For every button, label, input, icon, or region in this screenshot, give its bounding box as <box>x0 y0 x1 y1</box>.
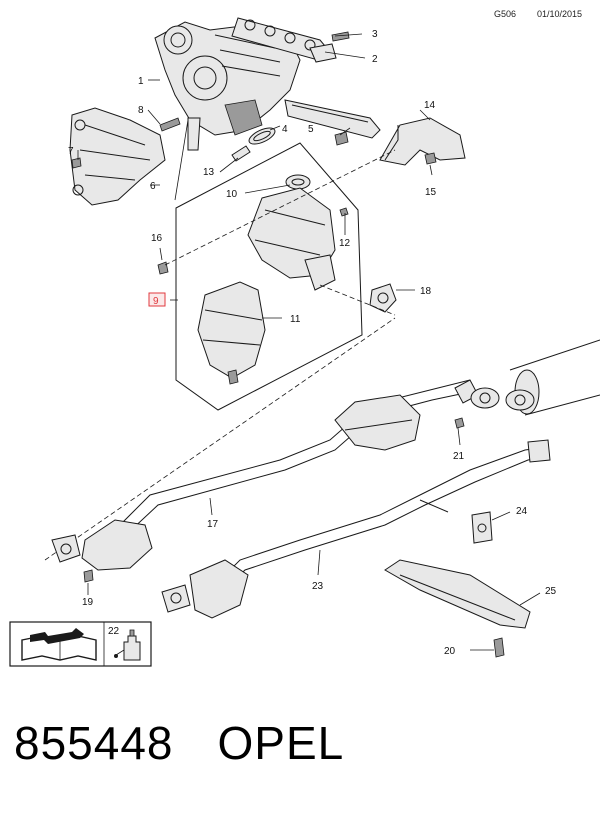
turbo-manifold-part <box>154 21 301 151</box>
diagram-date: 01/10/2015 <box>537 9 583 19</box>
callout-9-highlight <box>148 292 166 307</box>
callout-2: 2 <box>372 54 378 65</box>
callout-11: 11 <box>290 314 301 325</box>
sealant-tube-icon <box>114 629 141 661</box>
exploded-parts-diagram: 3 2 1 8 4 5 14 7 6 13 10 15 16 12 18 9 1… <box>9 17 600 667</box>
service-manual-icon <box>21 628 97 661</box>
callout-20: 20 <box>444 646 456 657</box>
callout-21: 21 <box>453 451 465 462</box>
intermediate-pipe-part <box>161 439 551 619</box>
callout-5: 5 <box>308 124 314 135</box>
diagram-code: G506 <box>494 9 517 19</box>
callout-18: 18 <box>420 286 432 297</box>
stud-part <box>331 31 350 42</box>
callout-16: 16 <box>151 233 163 244</box>
callout-25: 25 <box>545 586 557 597</box>
group-box-9 <box>175 142 363 411</box>
callout-12: 12 <box>339 238 351 249</box>
support-bracket-part <box>384 559 531 629</box>
gasket-18-part <box>369 283 397 313</box>
bolt-8-part <box>159 117 181 132</box>
rear-muffler-part <box>470 339 600 416</box>
heat-shield-manifold-part <box>69 107 166 206</box>
callout-19: 19 <box>82 597 94 608</box>
footer-brand: OPEL <box>217 717 345 769</box>
manifold-gasket-part <box>231 17 337 63</box>
callout-6: 6 <box>150 181 156 192</box>
callout-23: 23 <box>312 581 324 592</box>
callout-17: 17 <box>207 519 219 530</box>
callout-8: 8 <box>138 105 144 116</box>
bolt-20-part <box>493 637 505 658</box>
callout-4: 4 <box>282 124 288 135</box>
callout-22: 22 <box>108 626 120 637</box>
bolt-15-part <box>424 152 437 165</box>
rubber-hanger-part <box>471 511 493 544</box>
legend-box: 22 <box>9 621 152 667</box>
footer-part-number: 855448 <box>14 717 174 769</box>
heat-shield-upper-part <box>284 99 381 146</box>
clamp-part <box>231 145 251 162</box>
nut-12-part <box>339 207 349 217</box>
callout-15: 15 <box>425 187 437 198</box>
nut-16-part <box>157 261 169 275</box>
callout-13: 13 <box>203 167 215 178</box>
bolt-7-part <box>71 157 82 169</box>
leader-lines <box>77 33 541 651</box>
callout-7: 7 <box>68 146 74 157</box>
callout-3: 3 <box>372 29 378 40</box>
catalytic-converter-shield-part <box>197 281 266 385</box>
bolt-21-part <box>454 417 465 429</box>
callout-10: 10 <box>226 189 238 200</box>
catalytic-converter-upper-part <box>247 187 336 291</box>
footer-part-info: 855448 OPEL <box>14 716 344 770</box>
callout-9: 9 <box>153 296 159 307</box>
ring-gasket-part <box>248 127 276 145</box>
callout-24: 24 <box>516 506 528 517</box>
callout-1: 1 <box>138 76 144 87</box>
gasket-10-part <box>285 174 311 190</box>
front-exhaust-pipe-part <box>51 379 479 571</box>
callout-14: 14 <box>424 100 436 111</box>
bracket-part <box>379 117 466 166</box>
bolt-19-part <box>83 569 94 583</box>
